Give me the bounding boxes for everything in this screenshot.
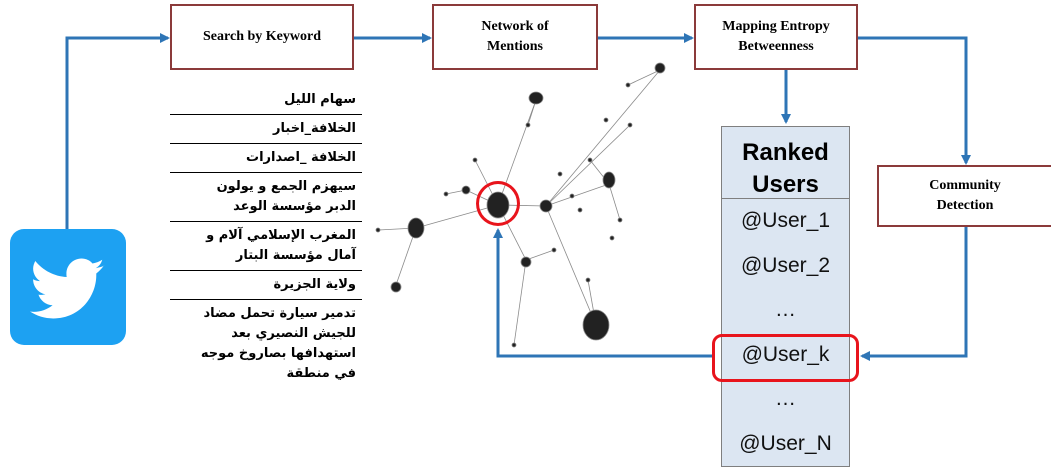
community-detection-box: Community Detection	[877, 165, 1051, 227]
arrow-mapping-to-community	[858, 36, 971, 165]
network-label-line1: Network of	[481, 19, 549, 34]
search-by-keyword-label: Search by Keyword	[203, 29, 321, 44]
mapping-label-line2: Betweenness	[738, 39, 814, 54]
ranked-user-1: @User_1	[740, 209, 830, 232]
keyword-item: تدمير سيارة تحمل مضاد للجيش النصيري بعد …	[200, 306, 356, 381]
keyword-item: الخلافة _اصدارات	[170, 144, 362, 173]
mapping-label-line1: Mapping Entropy	[722, 19, 830, 34]
network-graph	[375, 62, 666, 348]
keyword-item: سيهزم الجمع و يولون الدبر مؤسسة الوعد	[170, 173, 362, 222]
ranked-user-n: @User_N	[739, 431, 832, 455]
community-label-line1: Community	[929, 178, 1001, 193]
arrow-userk-to-network	[493, 228, 712, 358]
search-by-keyword-box: Search by Keyword	[170, 4, 354, 70]
network-node-highlight	[476, 181, 520, 226]
twitter-bird-icon	[10, 229, 126, 345]
ranked-users-title: Ranked Users	[722, 127, 849, 199]
keyword-item: سهام الليل	[170, 86, 362, 115]
user-k-highlight	[712, 334, 859, 382]
keyword-list: سهام الليل الخلافة_اخبار الخلافة _اصدارا…	[170, 86, 362, 388]
ranked-ellipsis: …	[775, 298, 796, 321]
network-label-line2: Mentions	[487, 39, 543, 54]
ranked-ellipsis: …	[775, 387, 796, 410]
ranked-user-k: @User_k	[741, 342, 830, 366]
network-of-mentions-box: Network of Mentions	[432, 4, 598, 70]
arrow-twitter-to-search	[65, 33, 170, 229]
keyword-item: الخلافة_اخبار	[170, 115, 362, 144]
ranked-user-2: @User_2	[740, 253, 830, 277]
keyword-item: المغرب الإسلامي آلام و آمال مؤسسة البتار	[170, 222, 362, 271]
arrow-community-to-userk	[860, 227, 968, 361]
community-label-line2: Detection	[936, 198, 994, 213]
mapping-entropy-box: Mapping Entropy Betweenness	[694, 4, 858, 70]
ranked-users-table: Ranked Users @User_1 @User_2 … @User_k ……	[721, 126, 850, 467]
keyword-item: ولاية الجزيرة	[170, 271, 362, 300]
